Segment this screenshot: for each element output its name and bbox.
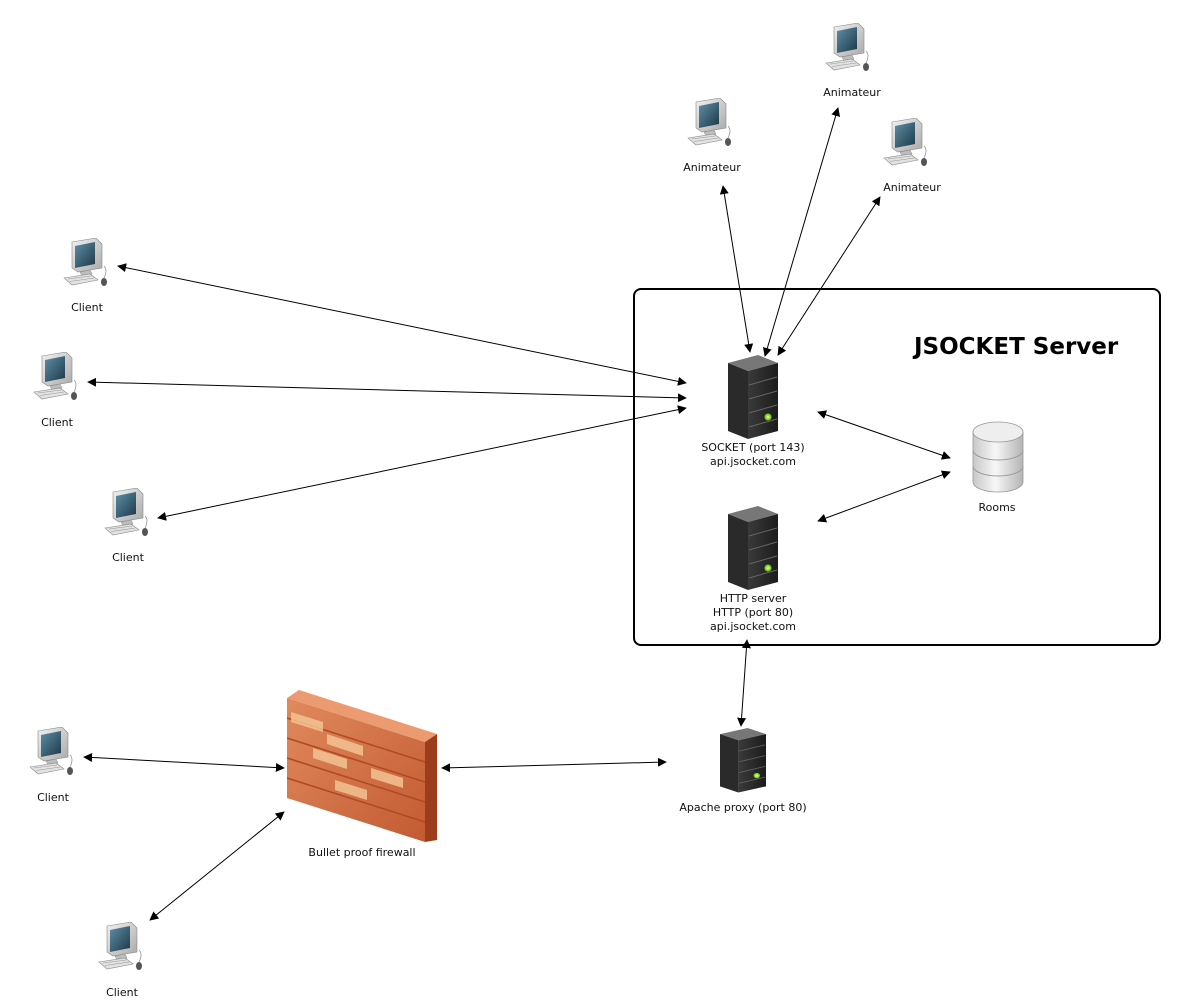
client-1-label: Client: [71, 301, 103, 314]
link-client1-socket: [117, 263, 687, 386]
link-http-proxy: [737, 639, 751, 727]
link-firewall-proxy: [441, 757, 667, 773]
http-server-host: api.jsocket.com: [710, 620, 796, 633]
link-socket-rooms: [817, 410, 951, 460]
http-server-icon: [728, 506, 779, 591]
rooms-label: Rooms: [978, 501, 1016, 514]
http-server-port: HTTP (port 80): [712, 606, 794, 619]
client-2-label: Client: [41, 416, 73, 429]
client-5-computer-icon: [98, 922, 143, 971]
client-4-computer-icon: [29, 727, 74, 776]
socket-server-port: SOCKET (port 143): [701, 441, 805, 454]
link-client5-firewall: [149, 811, 285, 921]
animateur-3-label: Animateur: [883, 181, 941, 194]
apache-proxy-server-icon: [720, 728, 766, 793]
link-animateur3-socket: [777, 196, 881, 356]
animateur-2-computer-icon: [825, 23, 870, 72]
http-server-name: HTTP server: [719, 592, 787, 605]
animateur-2-label: Animateur: [823, 86, 881, 99]
socket-server-icon: [728, 355, 779, 440]
firewall-brick-wall-icon: [287, 690, 437, 842]
rooms-database-icon: [972, 421, 1024, 493]
jsocket-server-boundary: [633, 288, 1161, 646]
link-animateur1-socket: [719, 185, 754, 353]
socket-server-host: api.jsocket.com: [710, 455, 796, 468]
jsocket-server-title: JSOCKET Server: [914, 334, 1119, 360]
client-5-label: Client: [106, 986, 138, 999]
apache-proxy-label: Apache proxy (port 80): [679, 801, 807, 814]
link-client4-firewall: [83, 752, 285, 773]
link-http-rooms: [817, 470, 951, 523]
http-server-label: HTTP server HTTP (port 80) api.jsocket.c…: [688, 592, 818, 634]
animateur-3-computer-icon: [883, 118, 928, 167]
link-client2-socket: [87, 377, 687, 403]
client-4-label: Client: [37, 791, 69, 804]
animateur-1-label: Animateur: [683, 161, 741, 174]
client-3-computer-icon: [104, 488, 149, 537]
client-2-computer-icon: [33, 352, 78, 401]
link-client3-socket: [157, 405, 687, 521]
firewall-label: Bullet proof firewall: [308, 846, 416, 859]
client-3-label: Client: [112, 551, 144, 564]
socket-server-label: SOCKET (port 143) api.jsocket.com: [688, 441, 818, 469]
client-1-computer-icon: [63, 238, 108, 287]
animateur-1-computer-icon: [687, 98, 732, 147]
